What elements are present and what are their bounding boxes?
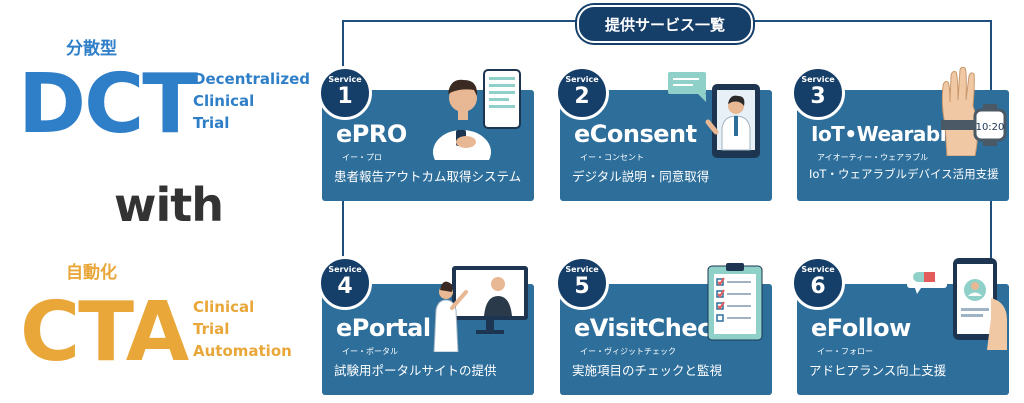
service-badge: Service 2 [555, 66, 609, 120]
service-description: 患者報告アウトカム取得システム [334, 169, 522, 184]
service-badge-label: Service [328, 75, 362, 84]
service-badge-number: 1 [337, 84, 353, 109]
service-name: eFollow [811, 314, 911, 342]
service-description: IoT・ウェアラブルデバイス活用支援 [809, 167, 999, 181]
service-badge: Service 3 [791, 66, 845, 120]
connector-line [990, 200, 992, 280]
service-badge-number: 5 [574, 274, 590, 299]
cta-acronym: CTA [20, 285, 189, 380]
service-description: 試験用ポータルサイトの提供 [334, 363, 497, 378]
service-badge: Service 4 [318, 256, 372, 310]
dct-subtitle-line: Decentralized [193, 70, 310, 88]
service-name: IoT•Wearable [811, 122, 960, 146]
services-header: 提供サービス一覧 [577, 5, 753, 43]
cta-subtitle-line: Automation [193, 342, 292, 360]
service-badge: Service 6 [791, 256, 845, 310]
cta-ja-label: 自動化 [66, 263, 117, 283]
service-kana: イー・コンセント [580, 153, 644, 162]
brand-panel: 分散型 DCT Decentralized Clinical Trial wit… [0, 0, 320, 403]
service-name: ePRO [336, 120, 407, 148]
patient-with-phone-icon [433, 69, 521, 160]
dct-subtitle-line: Clinical [193, 92, 255, 110]
dct-subtitle-line: Trial [193, 114, 230, 132]
service-badge-label: Service [565, 75, 599, 84]
connector-line [342, 20, 344, 90]
hand-with-smartwatch-icon: 10:20 [941, 66, 1007, 156]
service-badge-label: Service [801, 75, 835, 84]
cta-subtitle: Clinical Trial Automation [193, 296, 292, 362]
cta-subtitle-line: Clinical [193, 298, 255, 316]
service-badge-number: 3 [810, 84, 826, 109]
service-badge-label: Service [801, 265, 835, 274]
service-kana: イー・ポータル [342, 347, 398, 356]
checklist-clipboard-icon [707, 263, 763, 341]
dct-subtitle: Decentralized Clinical Trial [193, 68, 310, 134]
connector-line [342, 200, 344, 280]
service-badge-number: 2 [574, 84, 590, 109]
service-card-epro[interactable]: ePRO イー・プロ 患者報告アウトカム取得システム [322, 69, 534, 201]
service-kana: アイオーティー・ウェアラブル [817, 153, 929, 162]
service-badge: Service 1 [318, 66, 372, 120]
doctor-on-tablet-icon [668, 72, 760, 158]
service-badge-label: Service [328, 265, 362, 274]
dct-ja-label: 分散型 [66, 39, 117, 59]
service-name: eVisitCheck [574, 314, 727, 342]
service-kana: イー・ヴィジットチェック [580, 347, 676, 356]
service-kana: イー・フォロー [817, 347, 873, 356]
service-kana: イー・プロ [342, 153, 382, 162]
service-badge-number: 6 [810, 274, 826, 299]
service-description: アドヒアランス向上支援 [809, 363, 947, 378]
svg-text:10:20: 10:20 [976, 122, 1005, 133]
service-badge: Service 5 [555, 256, 609, 310]
service-badge-number: 4 [337, 274, 353, 299]
video-conference-icon [433, 266, 528, 352]
service-badge-label: Service [565, 265, 599, 274]
service-description: 実施項目のチェックと監視 [572, 363, 723, 378]
connector-line [990, 20, 992, 90]
service-name: eConsent [574, 120, 697, 148]
with-text: with [114, 178, 224, 232]
phone-with-pill-icon [907, 258, 1007, 350]
service-card-econsent[interactable]: eConsent イー・コンセント デジタル説明・同意取得 [560, 72, 772, 201]
cta-subtitle-line: Trial [193, 320, 230, 338]
service-name: ePortal [336, 314, 431, 342]
service-description: デジタル説明・同意取得 [572, 169, 710, 184]
dct-acronym: DCT [18, 57, 198, 152]
